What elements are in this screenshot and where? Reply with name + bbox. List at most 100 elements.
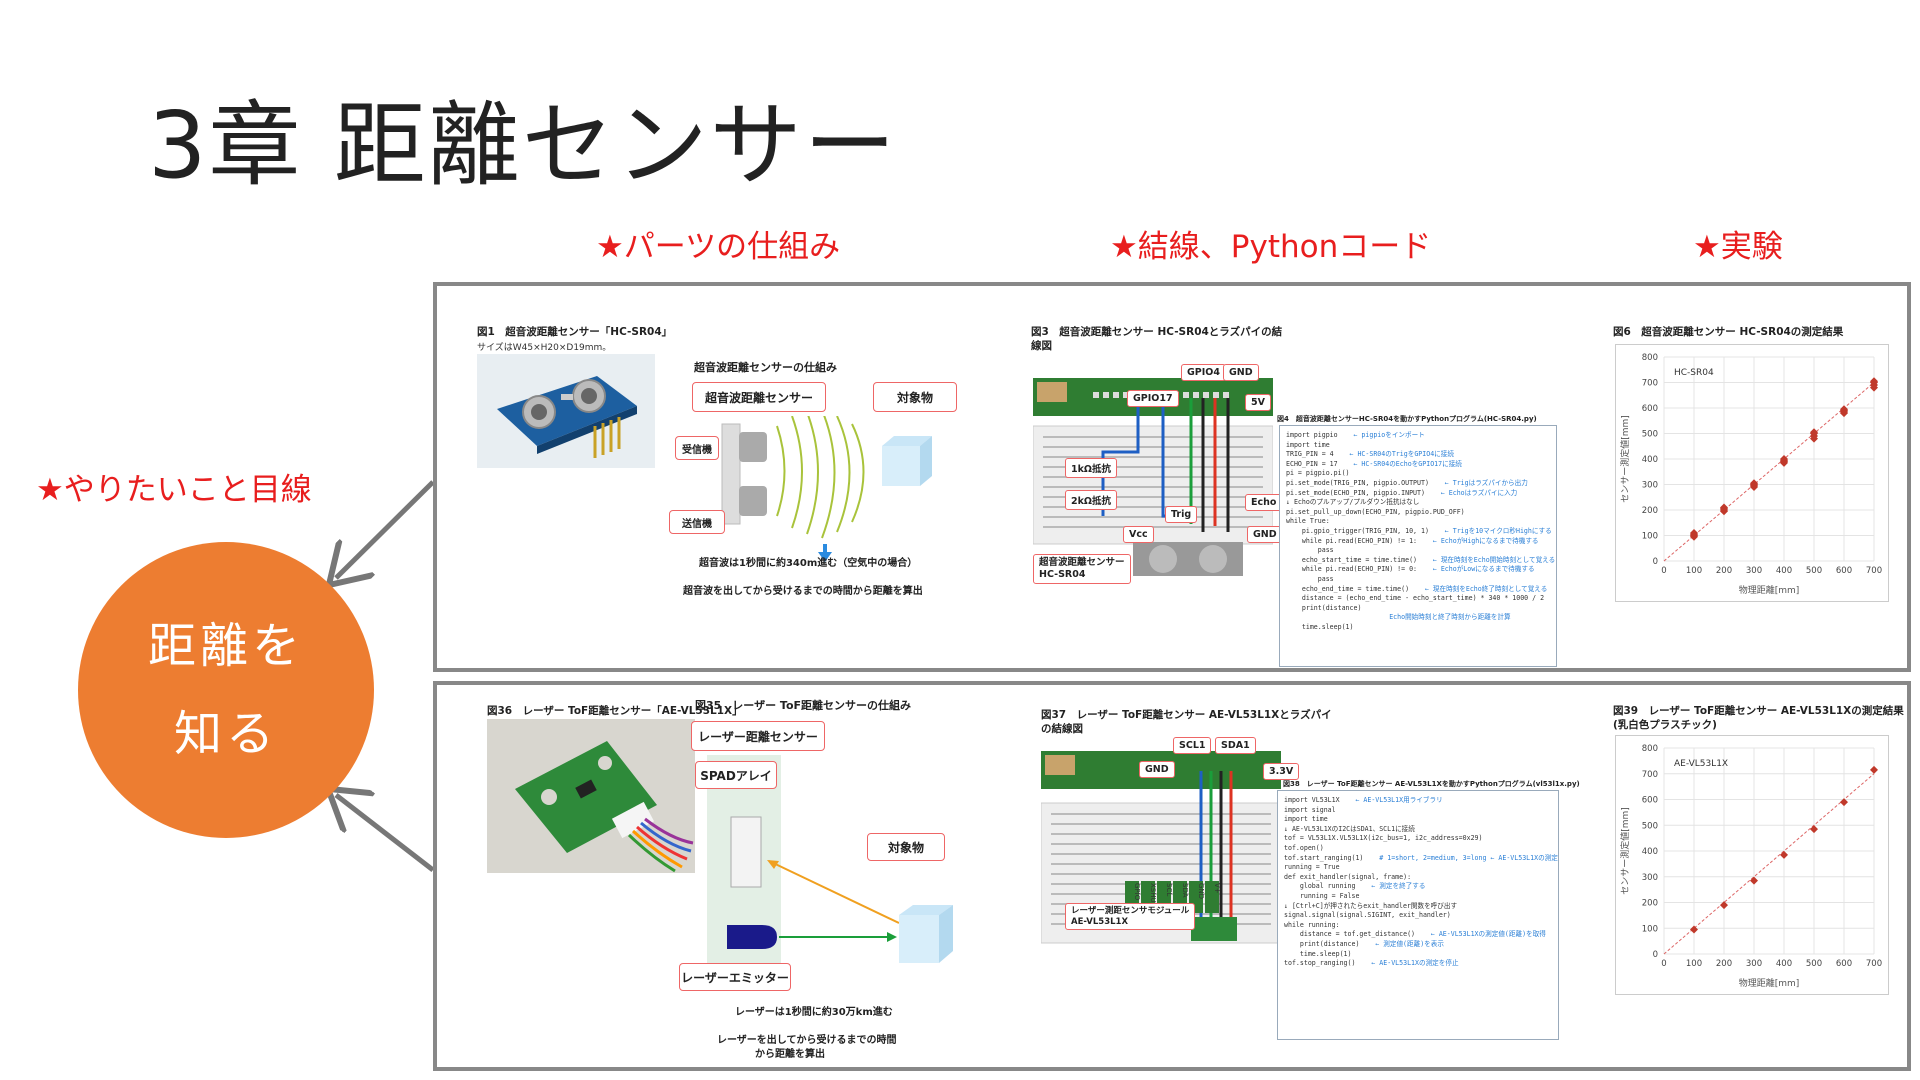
pin-gnd-2: GND — [1247, 526, 1283, 543]
chart-xtick-label: 0 — [1661, 959, 1666, 969]
code-line: running = False — [1284, 892, 1552, 902]
goal-text-line1: 距離を — [147, 618, 304, 674]
code-text: while running: — [1284, 920, 1340, 929]
code-line: global running ← 測定を終了する — [1284, 882, 1552, 892]
code-line: pi.set_mode(TRIG_PIN, pigpio.OUTPUT) ← T… — [1286, 479, 1550, 489]
ae-vl53l1x-photo — [487, 719, 695, 873]
hc-sr04-photo — [477, 354, 655, 468]
code-line: print(distance) ← 測定値(距離)を表示 — [1284, 940, 1552, 950]
chart-point — [1870, 765, 1878, 774]
module-pin-gpio: GPIO — [1133, 883, 1141, 901]
code-line: import pigpio ← pigpioをインポート — [1286, 431, 1550, 441]
code-text: pi.set_mode(TRIG_PIN, pigpio.OUTPUT) — [1286, 478, 1429, 487]
fig1-caption: 図1 超音波距離センサー「HC-SR04」 — [477, 326, 673, 338]
fig37-caption-2: の結線図 — [1041, 723, 1083, 735]
hc-module-name: 超音波距離センサー — [1039, 557, 1125, 568]
pin-vcc: Vcc — [1123, 526, 1154, 543]
code-comment: ← AE-VL53L1Xの測定を停止 — [1355, 959, 1459, 968]
fig36-caption: 図36 レーザー ToF距離センサー「AE-VL53L1X」 — [487, 705, 743, 717]
label-receiver: 受信機 — [675, 436, 719, 460]
fig1-subcaption: サイズはW45×H20×D19mm。 — [477, 343, 612, 353]
code-line: pass — [1286, 546, 1550, 556]
chart-xtick-label: 100 — [1686, 959, 1702, 969]
chart-xtick-label: 200 — [1716, 959, 1732, 969]
code-line: import VL53L1X ← AE-VL53L1X用ライブラリ — [1284, 796, 1552, 806]
code-line: time.sleep(1) — [1284, 950, 1552, 960]
chart-ytick-label: 500 — [1642, 821, 1658, 831]
code-text: import time — [1286, 440, 1330, 449]
code-line: pi = pigpio.pi() — [1286, 469, 1550, 479]
code-comment: ← pigpioをインポート — [1337, 431, 1425, 439]
code-text: pi.set_mode(ECHO_PIN, pigpio.INPUT) — [1286, 488, 1425, 497]
pin-gnd-tof: GND — [1139, 761, 1175, 778]
code-line: while pi.read(ECHO_PIN) != 1: ← EchoがHig… — [1286, 537, 1550, 547]
module-pin-scl: SCL — [1165, 883, 1173, 897]
panel-ultrasonic: 図1 超音波距離センサー「HC-SR04」 サイズはW45×H20×D19mm。… — [433, 282, 1911, 672]
code-line: tof.open() — [1284, 844, 1552, 854]
chart-ytick-label: 600 — [1642, 796, 1658, 806]
code-text: print(distance) — [1284, 939, 1360, 948]
fig38-caption: 図38 レーザー ToF距離センサー AE-VL53L1Xを動かすPythonプ… — [1283, 780, 1580, 788]
chart-ytick-label: 700 — [1642, 379, 1658, 389]
code-line: tof.stop_ranging() ← AE-VL53L1Xの測定を停止 — [1284, 959, 1552, 969]
chart-ytick-label: 400 — [1642, 455, 1658, 465]
chart-ytick-label: 300 — [1642, 481, 1658, 491]
code-text: while pi.read(ECHO_PIN) != 0: — [1286, 565, 1418, 574]
code-text: pass — [1286, 574, 1334, 583]
chart-xlabel: 物理距離[mm] — [1739, 584, 1800, 596]
code-text: pi = pigpio.pi() — [1286, 469, 1350, 478]
chart-point — [1750, 479, 1758, 488]
fig3-caption-1: 図3 超音波距離センサー HC-SR04とラズパイの結 — [1031, 326, 1283, 338]
code-line: ECHO_PIN = 17 ← HC-SR04のEchoをGPIO17に接続 — [1286, 460, 1550, 470]
goal-text-line2: 知る — [173, 706, 278, 762]
chart-ytick-label: 300 — [1642, 873, 1658, 883]
pin-gpio4: GPIO4 — [1181, 364, 1226, 381]
code-text: ↓ AE-VL53L1XのI2CはSDA1、SCL1に接続 — [1284, 824, 1415, 833]
chart-point — [1840, 798, 1848, 807]
chart-ytick-label: 200 — [1642, 506, 1658, 516]
arrow-top — [336, 480, 435, 578]
hc-module-model: HC-SR04 — [1039, 568, 1086, 580]
chart-xtick-label: 0 — [1661, 566, 1666, 576]
label-target: 対象物 — [873, 382, 957, 412]
pin-3v3: 3.3V — [1263, 763, 1300, 780]
code-text: echo_end_time = time.time() — [1286, 584, 1410, 593]
fig39-caption-1: 図39 レーザー ToF距離センサー AE-VL53L1Xの測定結果 — [1613, 705, 1904, 717]
arrow-bottom — [336, 795, 435, 872]
code-line: def exit_handler(signal, frame): — [1284, 873, 1552, 883]
label-ultrasonic-sensor: 超音波距離センサー — [692, 382, 826, 412]
chart-point — [1780, 850, 1788, 859]
code-text: distance = tof.get_distance() — [1284, 930, 1416, 939]
code-comment: ← 現在時刻をEcho開始時刻として覚える — [1417, 555, 1556, 564]
label-laser-emitter: レーザーエミッター — [679, 963, 791, 991]
chart-xlabel: 物理距離[mm] — [1739, 977, 1800, 989]
code-text: ECHO_PIN = 17 — [1286, 459, 1338, 468]
code-comment: ← EchoがHighになるまで待機する — [1417, 536, 1539, 545]
code-comment: ← EchoがLowになるまで待機する — [1417, 565, 1535, 574]
tof-diagram — [707, 755, 953, 980]
chart-point — [1720, 901, 1728, 910]
code-text: echo_start_time = time.time() — [1286, 555, 1418, 564]
pin-5v: 5V — [1245, 394, 1271, 411]
chart-point — [1750, 876, 1758, 885]
code-text: print(distance) — [1286, 603, 1362, 612]
code-text: time.sleep(1) — [1284, 949, 1352, 958]
chart-ylabel: センサー測定値[mm] — [1619, 807, 1631, 895]
chart-ytick-label: 100 — [1642, 924, 1658, 934]
code-line: pi.gpio_trigger(TRIG_PIN, 10, 1) ← Trigを… — [1286, 526, 1552, 537]
code-line: time.sleep(1) — [1286, 623, 1550, 633]
tof-module-label: レーザー測距センサモジュール AE-VL53L1X — [1065, 903, 1196, 931]
hc-note-calc: 超音波を出してから受けるまでの時間から距離を算出 — [683, 586, 923, 597]
code-comment: ← 測定値(距離)を表示 — [1359, 939, 1444, 948]
code-text: def exit_handler(signal, frame): — [1284, 872, 1412, 881]
hc-wiring-diagram — [1033, 378, 1273, 576]
fig35-caption: 図35 レーザー ToF距離センサーの仕組み — [695, 699, 912, 712]
slide-title: 3章 距離センサー — [148, 92, 898, 199]
code-comment: ← 測定を終了する — [1355, 882, 1426, 891]
header-parts: ★パーツの仕組み — [596, 229, 841, 265]
goal-circle: 距離を 知る — [78, 542, 374, 838]
code-comment: ← Trigを10マイクロ秒Highにする — [1428, 526, 1552, 535]
